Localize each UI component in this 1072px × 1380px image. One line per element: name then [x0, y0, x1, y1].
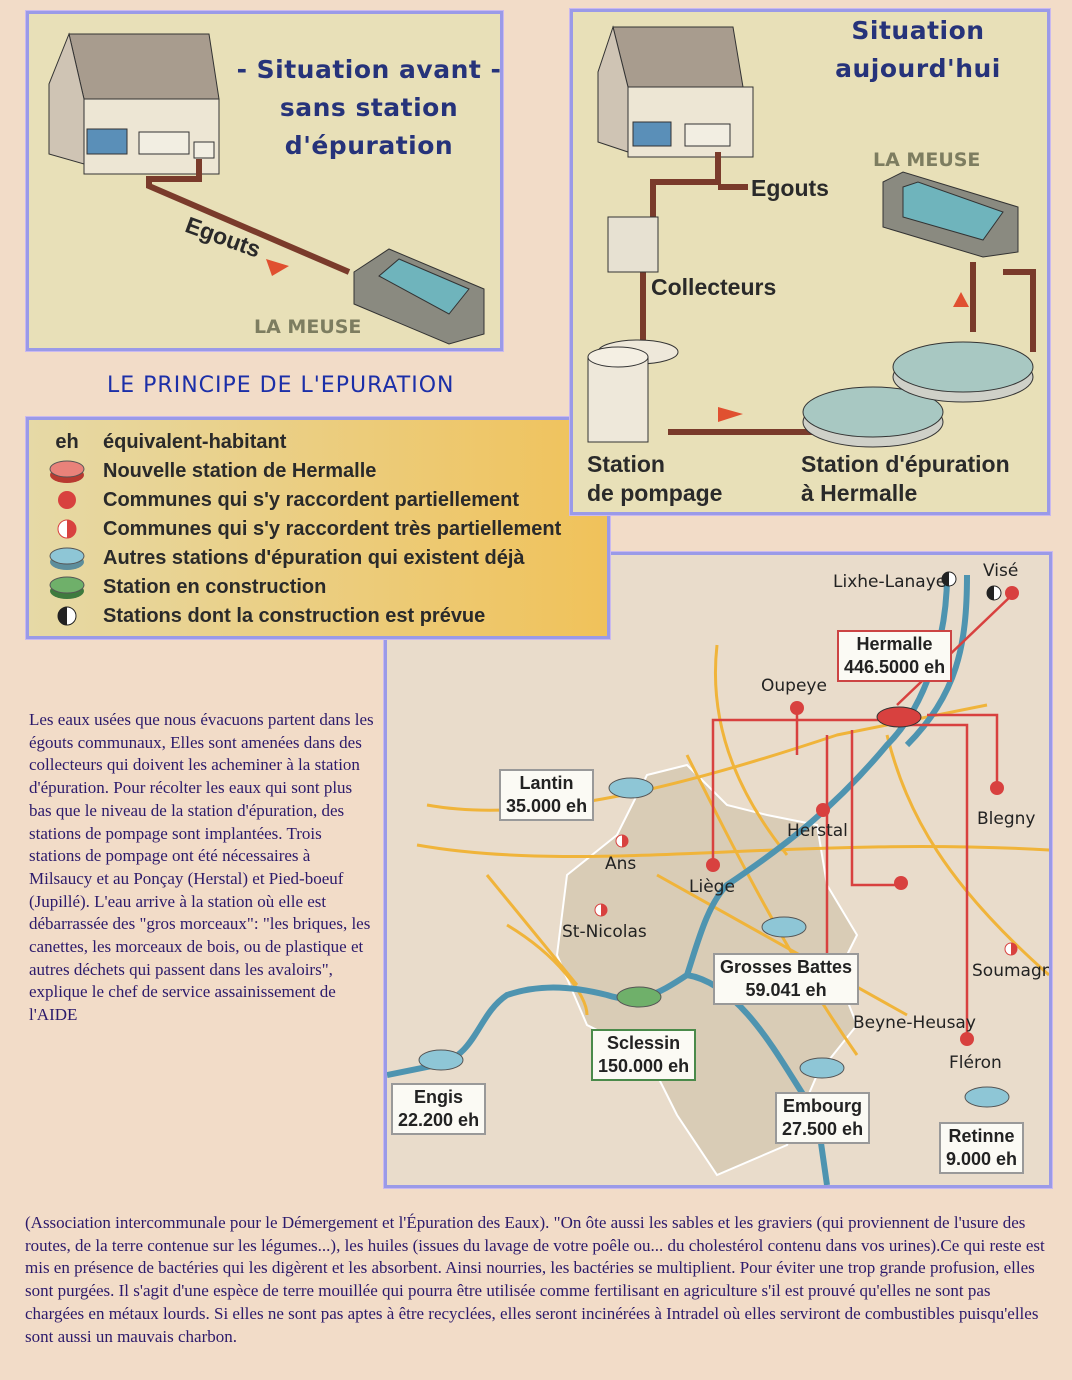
place-label: St-Nicolas — [562, 922, 647, 942]
station-name: Engis — [414, 1087, 464, 1107]
panel-before-title: - Situation avant - sans station d'épura… — [229, 51, 509, 165]
station-capacity: 9.000 eh — [946, 1149, 1018, 1169]
title-line: - Situation avant - — [236, 55, 502, 84]
panel-today-title: Situation aujourd'hui — [823, 12, 1013, 88]
half-black-dot-icon — [47, 604, 87, 628]
title-line: Situation — [851, 16, 985, 45]
place-label: Lixhe-Lanaye — [833, 572, 947, 592]
station-capacity: 150.000 eh — [598, 1056, 690, 1076]
station-capacity: 35.000 eh — [506, 796, 588, 816]
station-label-grosses-battes: Grosses Battes 59.041 eh — [713, 953, 860, 1005]
pumping-station-label: Station de pompage — [587, 450, 722, 508]
intro-paragraph: Les eaux usées que nous évacuons partent… — [29, 710, 374, 1025]
legend-item: Communes qui s'y raccordent très partiel… — [47, 515, 561, 543]
map-drawing — [387, 571, 1049, 1185]
station-capacity: 27.500 eh — [782, 1119, 864, 1139]
label-line: Station — [587, 451, 665, 477]
legend-label: Nouvelle station de Hermalle — [103, 459, 377, 482]
blue-station-icon — [47, 545, 87, 571]
principle-title: LE PRINCIPE DE L'EPURATION — [107, 373, 455, 398]
label-line: à Hermalle — [801, 480, 918, 506]
station-label-lantin: Lantin 35.000 eh — [499, 769, 595, 821]
collecteurs-label: Collecteurs — [651, 274, 777, 300]
legend-item: Nouvelle station de Hermalle — [47, 457, 376, 485]
green-station-icon — [47, 574, 87, 600]
panel-situation-before: - Situation avant - sans station d'épura… — [26, 11, 503, 351]
treatment-plant-label: Station d'épuration à Hermalle — [801, 450, 1010, 508]
station-name: Sclessin — [607, 1033, 681, 1053]
egouts-label: Egouts — [751, 175, 829, 201]
place-label: Herstal — [787, 821, 848, 841]
title-line: sans station — [279, 93, 459, 122]
treatment-process-illustration — [587, 25, 1036, 448]
place-label: Visé — [983, 561, 1019, 581]
place-label: Blegny — [977, 809, 1036, 829]
station-label-sclessin: Sclessin 150.000 eh — [591, 1029, 697, 1081]
legend-item: eh équivalent-habitant — [47, 428, 286, 456]
legend-label: Station en construction — [103, 575, 327, 598]
red-dot-icon — [47, 488, 87, 512]
place-label: Ans — [605, 854, 637, 874]
red-station-icon — [47, 458, 87, 484]
station-label-engis: Engis 22.200 eh — [391, 1083, 487, 1135]
eh-abbreviation: eh — [55, 430, 79, 453]
station-name: Retinne — [948, 1126, 1015, 1146]
legend-item: Communes qui s'y raccordent partiellemen… — [47, 486, 519, 514]
legend-label: Stations dont la construction est prévue — [103, 604, 486, 627]
place-label: Beyne-Heusay — [853, 1013, 976, 1033]
legend-item: Station en construction — [47, 573, 326, 601]
place-label: Oupeye — [761, 676, 827, 696]
house-sewer-illustration — [48, 32, 485, 345]
panel-situation-today: Situation aujourd'hui Egouts Collecteurs… — [570, 9, 1050, 515]
place-label: Fléron — [949, 1053, 1002, 1073]
legend-label: équivalent-habitant — [103, 430, 287, 453]
legend-label: Communes qui s'y raccordent très partiel… — [103, 517, 562, 540]
station-capacity: 446.5000 eh — [844, 657, 946, 677]
title-line: aujourd'hui — [835, 54, 1001, 83]
station-capacity: 22.200 eh — [398, 1110, 480, 1130]
legend-label: Autres stations d'épuration qui existent… — [103, 546, 525, 569]
place-label: Liège — [689, 877, 735, 897]
station-label-hermalle: Hermalle 446.5000 eh — [837, 630, 953, 682]
legend-item: Autres stations d'épuration qui existent… — [47, 544, 525, 572]
station-name: Lantin — [519, 773, 574, 793]
label-line: de pompage — [587, 480, 723, 506]
title-line: d'épuration — [284, 131, 454, 160]
label-line: Station d'épuration — [801, 451, 1010, 477]
continuation-paragraph: (Association intercommunale pour le Déme… — [25, 1213, 1045, 1346]
half-red-dot-icon — [47, 517, 87, 541]
place-label: Soumagne — [972, 961, 1052, 981]
station-name: Hermalle — [856, 634, 933, 654]
station-name: Grosses Battes — [720, 957, 853, 977]
meuse-label: LA MEUSE — [873, 149, 981, 171]
station-label-retinne: Retinne 9.000 eh — [939, 1122, 1025, 1174]
meuse-label: LA MEUSE — [254, 316, 362, 338]
station-label-embourg: Embourg 27.500 eh — [775, 1092, 871, 1144]
legend-label: Communes qui s'y raccordent partiellemen… — [103, 488, 519, 511]
station-name: Embourg — [783, 1096, 863, 1116]
station-capacity: 59.041 eh — [745, 980, 827, 1000]
legend-item: Stations dont la construction est prévue — [47, 602, 485, 630]
